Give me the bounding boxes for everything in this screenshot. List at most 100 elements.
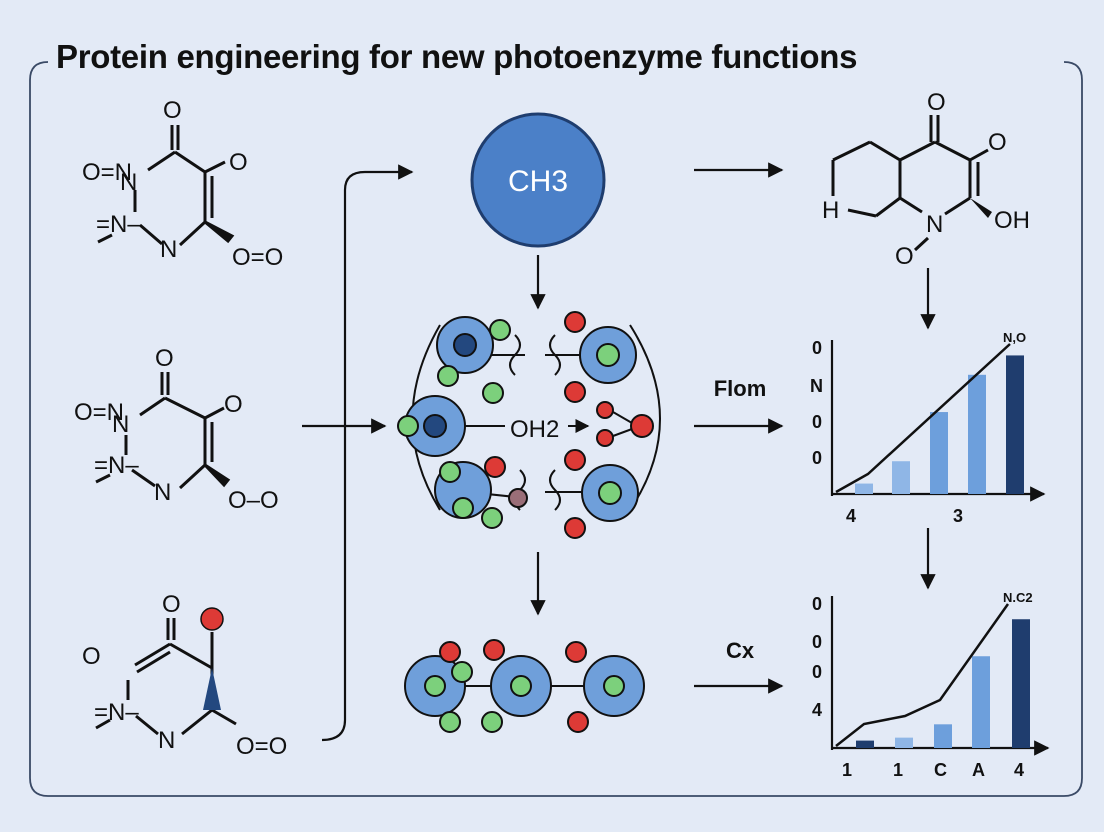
chart-2-annotation: N.C2 [1003,590,1033,605]
atom-label: N [120,169,137,196]
green-atom [451,661,473,683]
protein-chain [404,639,645,733]
atom-label: N [154,479,171,506]
bond [612,428,633,437]
atom-label: O [927,89,946,116]
chart-1-bar [934,724,952,748]
protein-node [581,464,639,522]
red-atom [567,711,589,733]
green-atom [439,711,461,733]
atom-label: O=O [236,733,287,760]
atom-label: O [224,391,243,418]
chart-1-y-tick: 0 [812,338,822,358]
chart-2-x-tick: 1 [893,760,903,780]
oh2-label: OH2 [510,416,559,443]
atom-label: O [988,129,1007,156]
chart-2-x-tick: A [972,760,985,780]
atom-label: O [155,345,174,372]
atom-label: O=O [232,244,283,271]
atom-label: O=N [74,399,124,426]
chart-2-x-tick: C [934,760,947,780]
arrow-label-flom: Flom [714,376,767,401]
chart-2-y-tick: 4 [812,700,822,720]
red-atom [564,449,586,471]
atom-label: O–O [228,487,279,514]
red-atom [596,401,614,419]
red-atom [564,517,586,539]
chart-1-bar [895,737,913,748]
protein-node [579,326,637,384]
chart-1: 0 N 0 0 4 3 N,O [810,330,1046,526]
chart-1-y-tick: 0 [812,412,822,432]
atom-label: O [229,149,248,176]
atom-label: O [163,97,182,124]
protein-core [424,675,446,697]
chart-1-annotation: N,O [1003,330,1026,345]
wedge-bond [970,198,992,218]
atom-label: =N– [94,699,139,726]
atom-label: N [158,727,175,754]
atom-label: N [160,236,177,263]
page-title: Protein engineering for new photoenzyme … [50,38,864,76]
atom-label: OH [994,207,1030,234]
atom-label: =N– [94,452,139,479]
red-atom [439,641,461,663]
chart-1-bar [856,740,874,748]
red-atom [484,456,506,478]
product-labels: O O H N OH O [822,89,1030,270]
chart-2-x-tick: 1 [842,760,852,780]
green-atom [481,507,503,529]
red-atom [565,641,587,663]
ch3-label: CH3 [508,165,568,198]
arrow-label-cx: Cx [726,638,755,663]
protein-core [603,675,625,697]
red-atom [564,381,586,403]
chart-1-x-tick: 3 [953,506,963,526]
green-atom [482,382,504,404]
atom-label: O [162,591,181,618]
wedge-bond [203,668,221,710]
green-atom [437,365,459,387]
red-atom [596,429,614,447]
chart-1-bar [972,656,990,748]
chart-2-y-tick: 0 [812,594,822,614]
diagram-frame [29,61,1083,797]
red-atom [483,639,505,661]
atom-label: N [112,411,129,438]
protein-node [436,316,494,374]
chart-0-bar [968,374,986,494]
chart-0-bar [930,412,948,494]
chart-1-x-tick: 4 [846,506,856,526]
atom-label: N [926,211,943,238]
bond [612,411,633,424]
chart-2-x-tick: 4 [1014,760,1024,780]
atom-label: O [82,643,101,670]
chart-2-y-tick: 0 [812,662,822,682]
chart-1-trend-line [835,343,1011,494]
red-atom [564,311,586,333]
bracket-connector [321,164,414,742]
chart-1-y-tick: 0 [812,448,822,468]
chart-1-bar [1012,619,1030,748]
green-atom [439,461,461,483]
complex-outline-right [629,324,661,511]
grey-atom [508,488,528,508]
chart-2-trend-line [835,603,1010,747]
molecule-left-2-labels: O O=N N O =N– N O–O [74,345,279,514]
oxygen-atom [200,607,224,631]
protein-node [404,395,466,457]
chart-0-bar [855,483,873,494]
green-atom [489,319,511,341]
chart-0-bar [892,461,910,494]
chart-0-bar [1006,355,1024,494]
protein-core [510,675,532,697]
atom-label: O=N [82,159,132,186]
green-atom [481,711,503,733]
molecule-left-1-labels: O O=N N O =N– N O=O [82,97,283,271]
atom-label: H [822,197,839,224]
atom-label: =N– [96,211,141,238]
ch3-node [470,112,606,248]
green-atom [397,415,419,437]
chart-2-y-tick: 0 [812,632,822,652]
product-molecule [831,115,989,252]
